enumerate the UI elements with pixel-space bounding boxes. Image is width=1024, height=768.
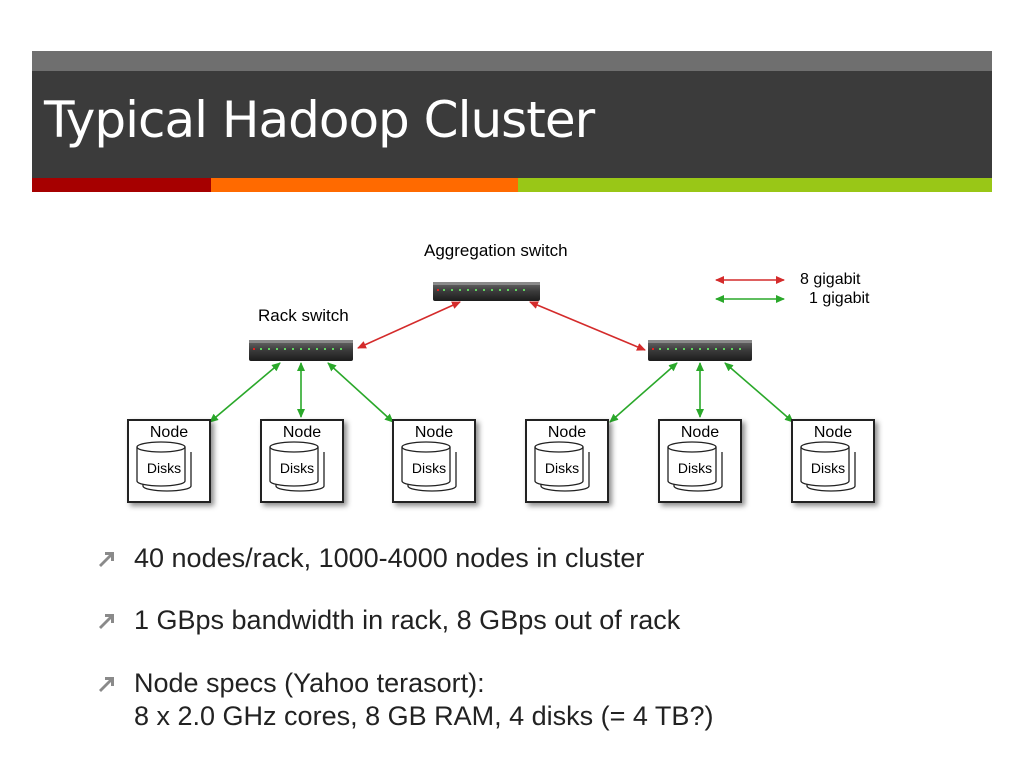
node-1: Node Disks bbox=[127, 419, 211, 503]
link-rack-left-node-1 bbox=[209, 362, 281, 423]
arrow-bullet-icon bbox=[99, 552, 114, 567]
node-label: Node bbox=[149, 424, 189, 441]
accent-bar-orange bbox=[211, 178, 518, 192]
node-label: Node bbox=[680, 424, 720, 441]
disks-label: Disks bbox=[810, 460, 846, 476]
bullet-text: 40 nodes/rack, 1000-4000 nodes in cluste… bbox=[134, 543, 645, 573]
disks-label: Disks bbox=[544, 460, 580, 476]
rack-switch-left-icon bbox=[249, 340, 353, 361]
link-rack-right-node-4 bbox=[609, 362, 678, 423]
arrow-bullet-icon bbox=[99, 677, 114, 692]
slide-title: Typical Hadoop Cluster bbox=[44, 91, 595, 149]
disks-label: Disks bbox=[146, 460, 182, 476]
disks-label: Disks bbox=[677, 460, 713, 476]
node-5: Node Disks bbox=[658, 419, 742, 503]
slide-header: Typical Hadoop Cluster bbox=[32, 51, 992, 178]
accent-bar-green bbox=[518, 178, 992, 192]
rack-switch-label: Rack switch bbox=[258, 306, 349, 325]
aggregation-switch-label: Aggregation switch bbox=[424, 241, 568, 260]
node-2: Node Disks bbox=[260, 419, 344, 503]
disks-label: Disks bbox=[279, 460, 315, 476]
disks-icon bbox=[534, 441, 590, 492]
bullet-text: 1 GBps bandwidth in rack, 8 GBps out of … bbox=[134, 605, 681, 635]
disks-label: Disks bbox=[411, 460, 447, 476]
arrow-bullet-icon bbox=[99, 614, 114, 629]
link-agg-to-rack-left bbox=[357, 301, 461, 349]
aggregation-switch-icon bbox=[433, 282, 540, 301]
link-rack-right-node-6 bbox=[724, 362, 794, 423]
header-top-strip bbox=[32, 51, 992, 71]
node-3: Node Disks bbox=[392, 419, 476, 503]
disks-icon bbox=[136, 441, 192, 492]
node-label: Node bbox=[547, 424, 587, 441]
bullet-text-line-2: 8 x 2.0 GHz cores, 8 GB RAM, 4 disks (= … bbox=[134, 701, 714, 731]
node-label: Node bbox=[282, 424, 322, 441]
disks-icon bbox=[269, 441, 325, 492]
disks-icon bbox=[667, 441, 723, 492]
disks-icon bbox=[800, 441, 856, 492]
accent-bar-red bbox=[32, 178, 211, 192]
rack-switch-right-icon bbox=[648, 340, 752, 361]
disks-icon bbox=[401, 441, 457, 492]
link-agg-to-rack-right bbox=[529, 301, 646, 351]
legend-8-gigabit-label: 8 gigabit bbox=[800, 271, 861, 288]
link-rack-left-node-3 bbox=[327, 362, 394, 423]
node-label: Node bbox=[414, 424, 454, 441]
node-6: Node Disks bbox=[791, 419, 875, 503]
node-label: Node bbox=[813, 424, 853, 441]
legend-1-gigabit-label: 1 gigabit bbox=[809, 290, 870, 307]
node-4: Node Disks bbox=[525, 419, 609, 503]
bullet-text: Node specs (Yahoo terasort): bbox=[134, 668, 485, 698]
